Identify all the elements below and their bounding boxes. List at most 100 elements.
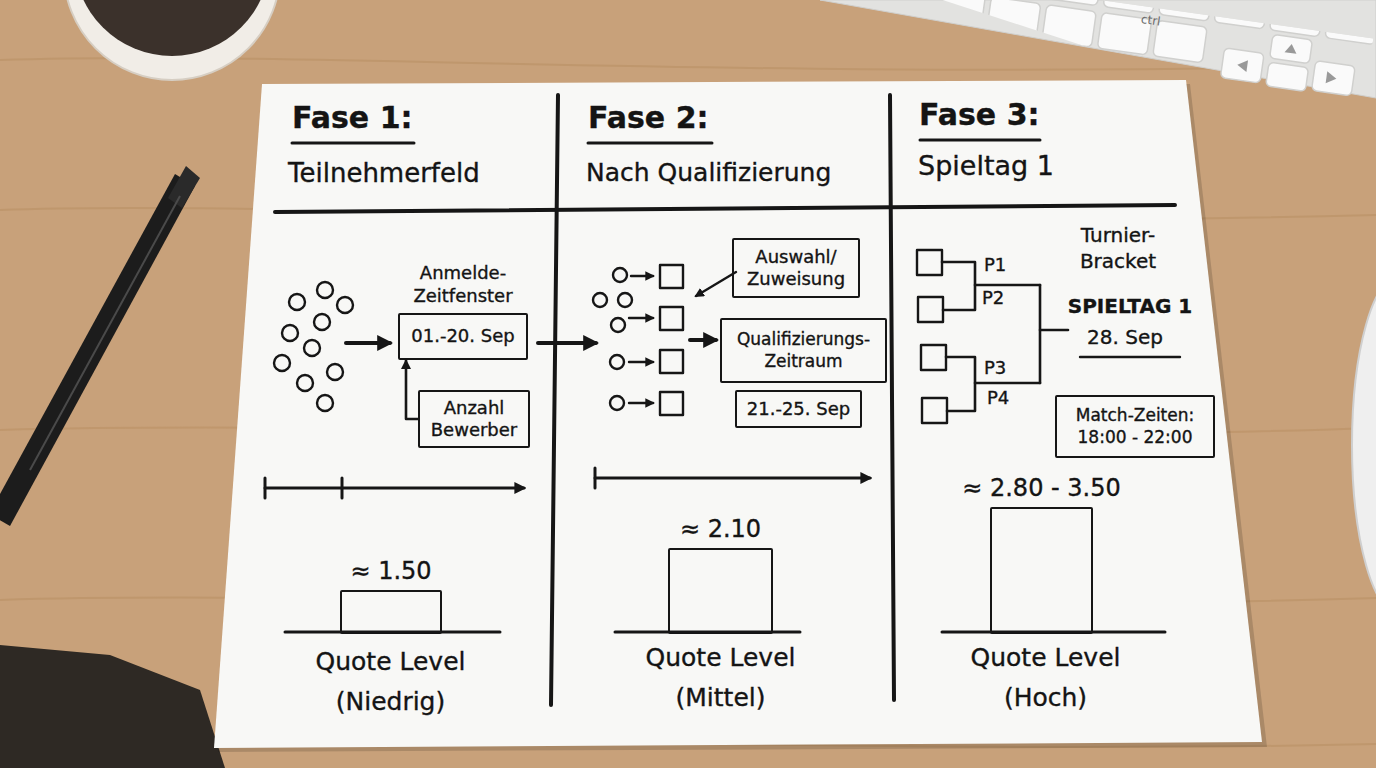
assign-arrow bbox=[631, 275, 653, 277]
header-divider bbox=[275, 205, 1175, 212]
keyboard bbox=[1326, 71, 1338, 84]
column-divider bbox=[890, 95, 894, 700]
candidate-circle bbox=[611, 318, 625, 332]
date-box: Anmelde- Zeitfenster01.-20. Sep bbox=[398, 313, 528, 360]
pen bbox=[30, 196, 180, 470]
bar-value: ≈ 2.80 - 3.50 bbox=[962, 473, 1121, 503]
time-box: Match-Zeiten:18:00 - 22:00 bbox=[1055, 395, 1215, 458]
tournament-bracket bbox=[975, 284, 1040, 287]
phase-heading: Fase 2: bbox=[588, 100, 808, 136]
assign-arrow bbox=[629, 276, 653, 403]
slot-square bbox=[660, 350, 683, 373]
candidate-circle bbox=[610, 396, 624, 410]
applicant-circle bbox=[317, 282, 333, 298]
flow-arrow bbox=[538, 341, 596, 345]
bracket-square bbox=[917, 250, 947, 423]
candidate-circle bbox=[593, 293, 607, 307]
column-divider bbox=[551, 95, 558, 705]
assign-arrow bbox=[629, 361, 653, 363]
slot-square bbox=[660, 265, 683, 415]
timeline-arrow bbox=[595, 477, 870, 480]
quote-bar: ≈ 2.10 bbox=[668, 548, 773, 634]
quote-bar: ≈ 1.50 bbox=[340, 590, 442, 634]
box-label: Auswahl/ Zuweisung bbox=[735, 246, 857, 291]
key-label: ctrl bbox=[1140, 12, 1182, 32]
applicant-circle bbox=[297, 375, 313, 391]
applicant-circle bbox=[289, 294, 305, 310]
note-label: Teilnehmerfeld bbox=[288, 158, 553, 189]
seed-label: P2 bbox=[982, 287, 1022, 309]
box-label: 01.-20. Sep bbox=[411, 325, 514, 348]
computer-mouse bbox=[1352, 275, 1376, 615]
paper-sheet bbox=[214, 80, 1262, 748]
date-box: 21.-25. Sep bbox=[735, 390, 862, 428]
candidate-circle bbox=[610, 355, 624, 369]
keyboard bbox=[1325, 2, 1376, 45]
timeline-arrow bbox=[265, 478, 524, 498]
keyboard bbox=[931, 0, 986, 32]
seed-label: P3 bbox=[984, 357, 1024, 379]
keyboard bbox=[1236, 59, 1248, 72]
leader-arrow bbox=[696, 272, 736, 296]
axis-label: Quote Level (Niedrig) bbox=[303, 642, 478, 722]
box-label: 21.-25. Sep bbox=[747, 398, 850, 421]
phase-heading: Fase 1: bbox=[292, 100, 512, 136]
header-underline bbox=[588, 142, 712, 145]
candidate-circle bbox=[593, 268, 632, 410]
seed-label: P4 bbox=[987, 387, 1027, 409]
date-underline bbox=[1080, 356, 1180, 358]
applicant-circle bbox=[317, 395, 333, 411]
header-underline bbox=[292, 140, 1040, 143]
header-underline bbox=[292, 142, 414, 145]
slot-square bbox=[660, 392, 683, 415]
applicant-circle bbox=[314, 314, 330, 330]
assign-arrow bbox=[629, 402, 653, 404]
box-label: Match-Zeiten: bbox=[1076, 405, 1194, 426]
bracket-square bbox=[917, 250, 942, 275]
applicant-circle bbox=[327, 364, 343, 380]
keyboard bbox=[1269, 0, 1324, 37]
note-label: Spieltag 1 bbox=[918, 150, 1168, 182]
pen bbox=[168, 166, 200, 208]
keyboard bbox=[1311, 61, 1355, 96]
tournament-bracket bbox=[1040, 329, 1068, 332]
tournament-bracket bbox=[1039, 285, 1042, 383]
applicant-circle bbox=[282, 325, 298, 341]
timeline-arrow bbox=[264, 478, 267, 498]
keyboard bbox=[1270, 34, 1313, 63]
keyboard bbox=[1220, 48, 1264, 83]
timeline-arrow bbox=[265, 487, 524, 490]
keyboard bbox=[1103, 0, 1158, 13]
sketch-lines bbox=[265, 95, 1180, 705]
bracket-square bbox=[922, 398, 947, 423]
note-label: Turnier- Bracket bbox=[1063, 222, 1173, 274]
coffee-cup bbox=[64, 0, 280, 80]
keyboard bbox=[986, 0, 1041, 39]
applicant-circle bbox=[274, 282, 353, 411]
note-label: 28. Sep bbox=[1065, 325, 1185, 349]
applicant-circle bbox=[304, 340, 320, 356]
box-label: Qualifizierungs- Zeitraum bbox=[723, 329, 884, 372]
box-heading: Anmelde- Zeitfenster bbox=[393, 262, 533, 307]
tournament-bracket bbox=[942, 262, 1068, 411]
applicant-circle bbox=[274, 355, 290, 371]
header-underline bbox=[920, 139, 1040, 142]
keyboard bbox=[1214, 0, 1269, 29]
seed-label: P1 bbox=[984, 254, 1024, 276]
process-box: Anzahl Bewerber bbox=[418, 390, 530, 448]
note-label: SPIELTAG 1 bbox=[1055, 294, 1205, 318]
tournament-bracket bbox=[946, 357, 975, 411]
callout-box: Auswahl/ Zuweisung bbox=[732, 238, 860, 298]
desk-shadow-corner bbox=[0, 645, 225, 768]
connector-arrow bbox=[406, 360, 418, 419]
bar-value: ≈ 2.10 bbox=[680, 514, 761, 544]
quote-bar: ≈ 2.80 - 3.50 bbox=[990, 507, 1093, 634]
bracket-square bbox=[921, 345, 946, 370]
candidate-circle bbox=[613, 268, 627, 282]
flow-arrow bbox=[346, 341, 390, 345]
box-label: Anzahl Bewerber bbox=[421, 397, 527, 442]
note-label: Nach Qualifizierung bbox=[586, 158, 886, 188]
